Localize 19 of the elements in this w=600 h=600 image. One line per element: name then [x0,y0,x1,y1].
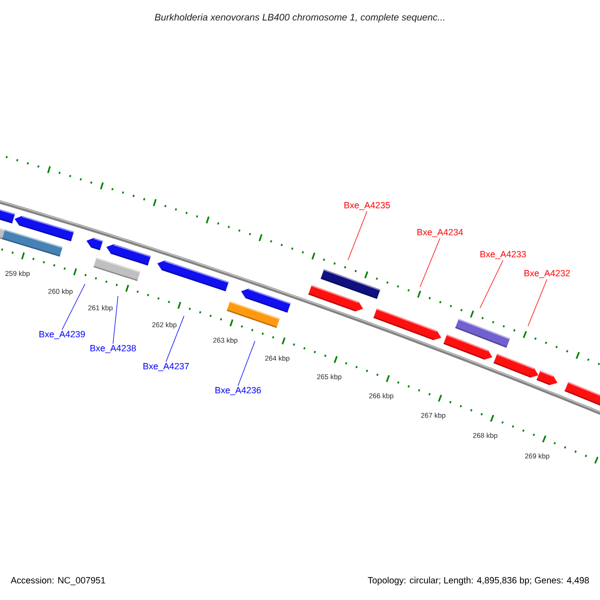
leader-line [420,238,440,288]
gene-label: Bxe_A4236 [215,386,261,396]
gene-label: Bxe_A4239 [39,330,85,340]
footer-text: Topology: circular; Length: 4,895,836 bp; Genes: 4,498 [368,576,589,586]
leader-line [528,278,548,326]
gene-label: Bxe_A4234 [417,228,463,238]
gene-label: Bxe_A4237 [143,362,189,372]
leader-line [348,210,368,260]
gene-label: Bxe_A4232 [524,270,570,278]
leader-line [238,340,256,386]
footer-text: Accession: NC_007951 [10,576,106,586]
gene-label: Bxe_A4238 [90,344,136,354]
leader-line [62,284,86,330]
leader-line [480,260,504,308]
gene-label: Bxe_A4233 [480,250,526,260]
title: Burkholderia xenovorans LB400 chromosome 1, complete sequenc... [154,14,444,22]
gene-label: Bxe_A4235 [344,202,390,210]
leader-line [112,296,118,344]
leader-line [166,316,184,362]
